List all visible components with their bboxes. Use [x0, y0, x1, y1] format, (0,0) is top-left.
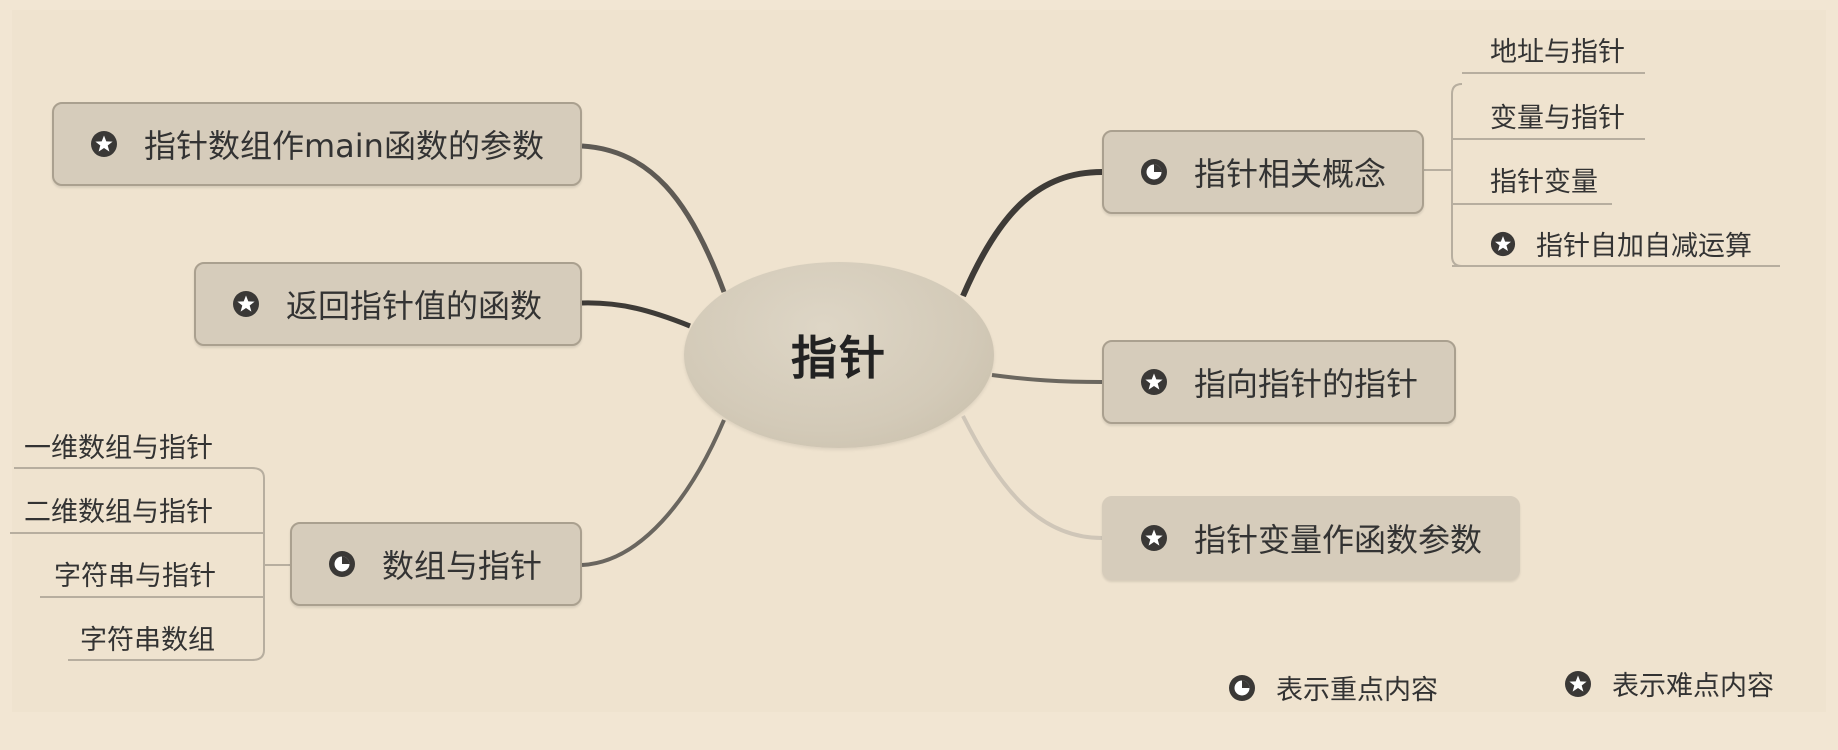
topic-label: 数组与指针 — [382, 547, 543, 585]
subtopic-pointer-increment[interactable]: 指针自加自减运算 — [1490, 224, 1752, 263]
key-point-icon — [329, 551, 355, 577]
topic-pointer-to-pointer[interactable]: 指向指针的指针 — [1102, 340, 1456, 424]
topic-pointer-as-parameter[interactable]: 指针变量作函数参数 — [1102, 496, 1520, 580]
link-left-3 — [581, 419, 726, 567]
difficult-icon — [1141, 369, 1167, 395]
link-left-2 — [581, 300, 691, 329]
central-topic[interactable]: 指针 — [684, 262, 994, 448]
subtopic-2d-array-pointer[interactable]: 二维数组与指针 — [24, 497, 213, 528]
difficult-icon — [1565, 670, 1591, 697]
bracket-left-vertical — [251, 467, 265, 661]
topic-label: 指向指针的指针 — [1194, 365, 1419, 403]
subtopic-1d-array-pointer[interactable]: 一维数组与指针 — [24, 433, 213, 464]
central-topic-label: 指针 — [791, 331, 887, 385]
subtopic-string-array[interactable]: 字符串数组 — [80, 625, 215, 656]
legend-key-point-label: 表示重点内容 — [1276, 675, 1438, 706]
difficult-icon — [233, 291, 259, 317]
subtopic-address-pointer[interactable]: 地址与指针 — [1490, 37, 1625, 68]
topic-label: 返回指针值的函数 — [286, 287, 543, 325]
legend-difficult: 表示难点内容 — [1564, 664, 1774, 703]
topic-label: 指针相关概念 — [1194, 155, 1387, 193]
topic-pointer-concepts[interactable]: 指针相关概念 — [1102, 130, 1424, 214]
link-left-1 — [581, 143, 727, 293]
topic-array-and-pointer[interactable]: 数组与指针 — [290, 522, 582, 606]
topic-pointer-array-main-args[interactable]: 指针数组作main函数的参数 — [52, 102, 582, 186]
difficult-icon — [1490, 231, 1516, 256]
difficult-icon — [91, 131, 117, 157]
key-point-icon — [1141, 159, 1167, 185]
topic-label: 指针数组作main函数的参数 — [144, 127, 544, 165]
subtopic-string-pointer[interactable]: 字符串与指针 — [54, 561, 216, 592]
topic-function-returning-pointer[interactable]: 返回指针值的函数 — [194, 262, 582, 346]
legend-difficult-label: 表示难点内容 — [1612, 671, 1774, 702]
subtopic-pointer-variable[interactable]: 指针变量 — [1490, 167, 1598, 198]
bracket-right-vertical — [1451, 83, 1463, 267]
link-right-3 — [961, 415, 1103, 540]
link-right-2 — [991, 373, 1103, 384]
difficult-icon — [1141, 525, 1167, 551]
topic-label: 指针变量作函数参数 — [1194, 521, 1483, 559]
link-right-1 — [960, 169, 1103, 298]
key-point-icon — [1229, 674, 1255, 701]
subtopic-variable-pointer[interactable]: 变量与指针 — [1490, 103, 1625, 134]
legend-key-point: 表示重点内容 — [1228, 668, 1438, 707]
